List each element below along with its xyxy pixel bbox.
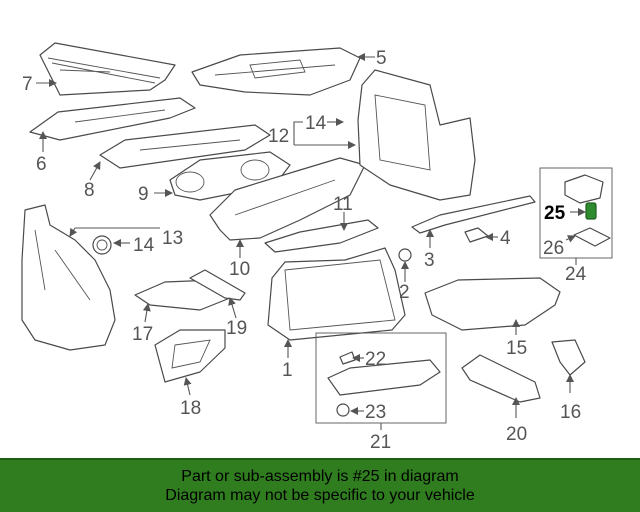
part-23-shape — [336, 403, 350, 417]
part-3-shape — [411, 195, 536, 234]
callout-8: 8 — [84, 180, 95, 201]
part-19-shape — [154, 329, 226, 383]
part-22-shape — [339, 351, 356, 365]
callout-7: 7 — [22, 74, 33, 95]
callout-20: 19 — [226, 318, 247, 339]
part-4-shape — [464, 227, 489, 243]
callout-19: 18 — [180, 398, 201, 419]
callout-21: 21 — [370, 432, 391, 453]
part-8-shape — [99, 124, 271, 169]
part-6-shape — [29, 97, 196, 141]
part-15-shape — [424, 277, 561, 331]
callout-2: 2 — [399, 282, 410, 303]
banner-line-part: Part or sub-assembly is #25 in diagram — [181, 468, 459, 485]
part-5-shape — [191, 47, 361, 96]
part-21-strip-shape — [327, 359, 441, 396]
callout-25: 25 — [544, 203, 566, 224]
callout-11: 11 — [333, 194, 353, 215]
part-17-shape — [461, 354, 541, 403]
info-banner: Part or sub-assembly is #25 in diagram D… — [0, 458, 640, 512]
callout-5: 5 — [376, 48, 387, 69]
part-11-shape — [264, 219, 379, 253]
callout-22: 22 — [365, 349, 386, 370]
part-12-shape — [357, 69, 476, 201]
callout-14a: 14 — [305, 113, 327, 134]
part-13-shape — [21, 204, 116, 351]
part-25-highlight-shape — [585, 202, 597, 220]
callout-16: 16 — [560, 402, 581, 423]
callout-15: 15 — [506, 338, 527, 359]
callout-13: 13 — [162, 228, 183, 249]
callout-17: 20 — [506, 424, 527, 445]
callout-14b: 14 — [133, 235, 155, 256]
part-26-shape — [573, 227, 611, 247]
callout-26: 26 — [543, 238, 564, 259]
part-16-shape — [551, 339, 586, 376]
callout-24: 24 — [565, 264, 587, 285]
part-7-shape — [39, 42, 176, 96]
banner-line-disclaimer: Diagram may not be specific to your vehi… — [165, 487, 475, 504]
part-24-block-shape — [564, 174, 604, 204]
parts-diagram: 7 5 6 8 9 14 12 10 11 14 13 17 19 18 1 2… — [21, 42, 613, 453]
callout-3: 3 — [424, 250, 435, 271]
callout-9: 9 — [138, 184, 149, 205]
part-2-shape — [398, 248, 412, 262]
callouts: 7 5 6 8 9 14 12 10 11 14 13 17 19 18 1 2… — [22, 48, 587, 453]
callout-18: 17 — [132, 324, 153, 345]
callout-12: 12 — [268, 126, 289, 147]
part-20-shape — [189, 269, 246, 301]
callout-4: 4 — [500, 228, 511, 249]
part-10-shape — [209, 157, 366, 241]
callout-6: 6 — [36, 154, 47, 175]
part-1-shape — [267, 247, 406, 341]
leader-lines — [36, 53, 586, 430]
callout-10: 10 — [229, 259, 250, 280]
callout-23: 23 — [365, 402, 386, 423]
callout-1: 1 — [282, 360, 293, 381]
part-14-shape — [92, 235, 112, 255]
